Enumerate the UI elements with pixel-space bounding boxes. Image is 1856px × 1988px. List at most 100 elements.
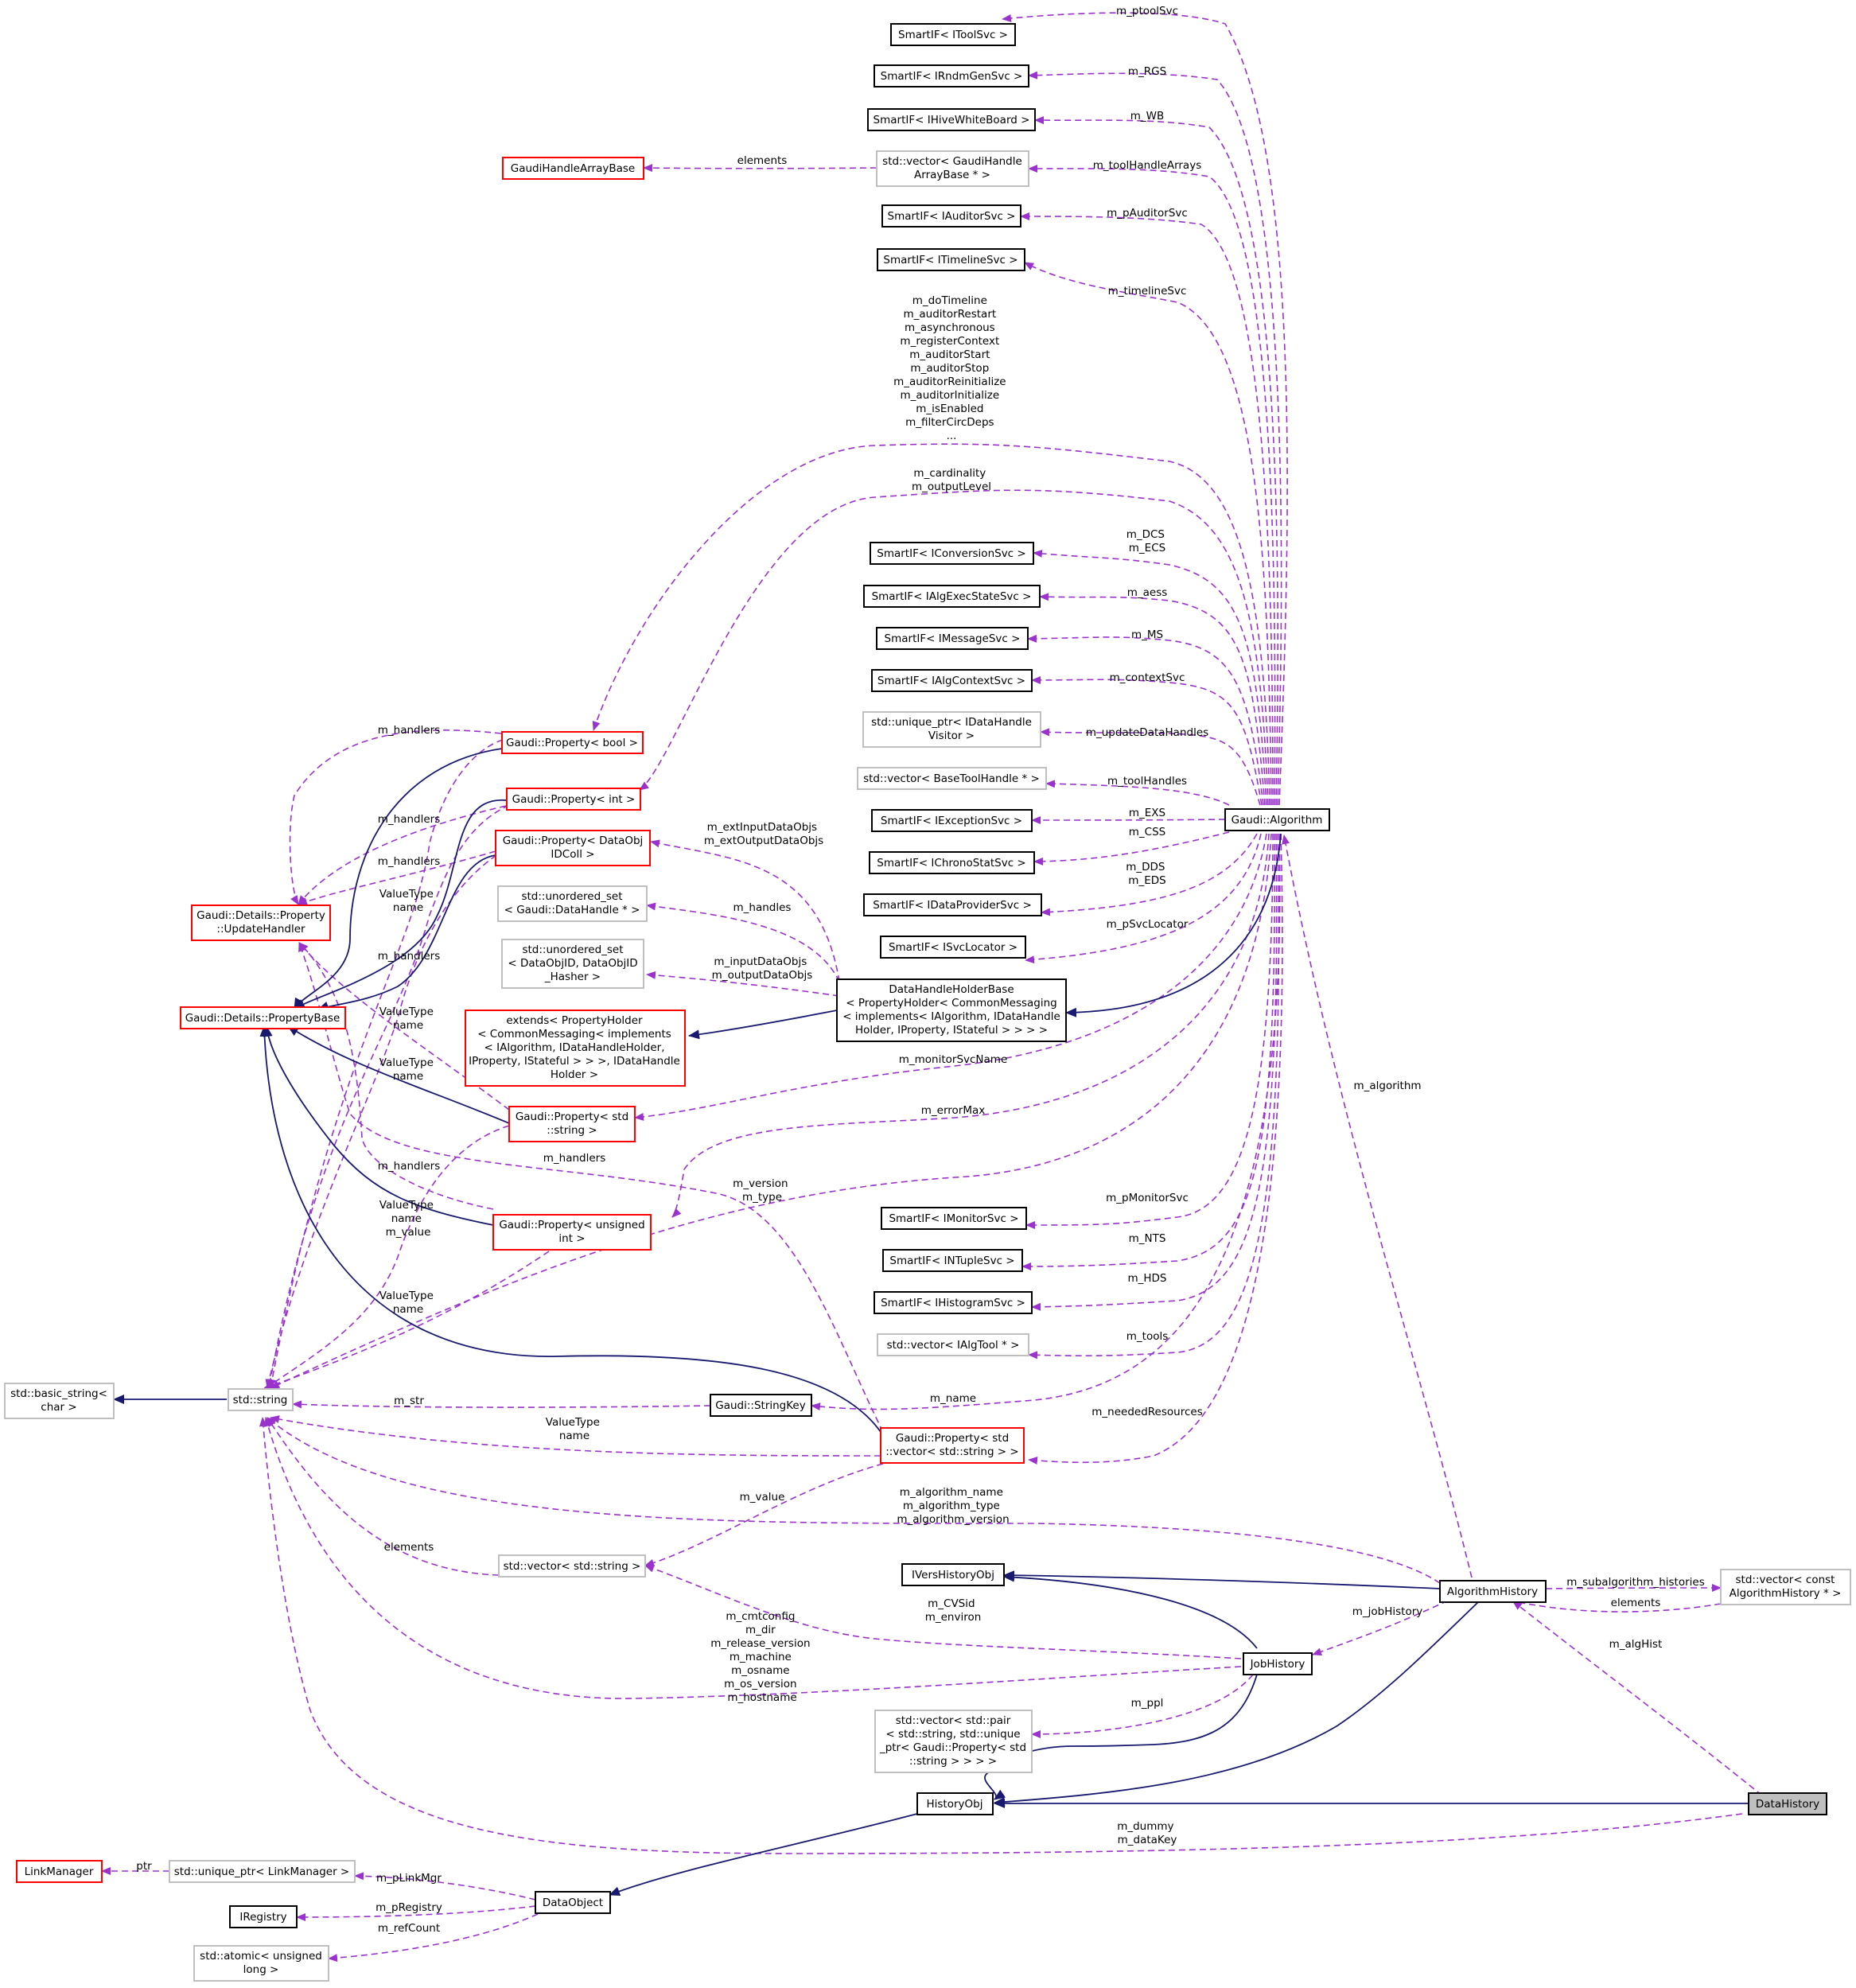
node-vec-basetoolhandle[interactable]: std::vector< BaseToolHandle * >: [857, 767, 1047, 790]
node-stringkey[interactable]: Gaudi::StringKey: [710, 1394, 812, 1417]
node-algorithmhistory[interactable]: AlgorithmHistory: [1439, 1580, 1547, 1603]
node-intuplesvc[interactable]: SmartIF< INTupleSvc >: [882, 1249, 1023, 1272]
node-updatehandler[interactable]: Gaudi::Details::Property::UpdateHandler: [191, 905, 331, 941]
label-pregistry: m_pRegistry: [375, 1901, 442, 1914]
label-wb: m_WB: [1130, 110, 1165, 123]
svg-text:std::vector< std::string >: std::vector< std::string >: [504, 1560, 641, 1573]
label-m-str: m_str: [394, 1395, 424, 1407]
node-gaudihandlearraybase[interactable]: GaudiHandleArrayBase: [502, 157, 644, 180]
edge-exs: [1031, 815, 1226, 824]
inheritance-edges: [113, 748, 1749, 1896]
node-uset-datahandle[interactable]: std::unordered_set< Gaudi::DataHandle * …: [497, 885, 648, 922]
node-iregistry[interactable]: IRegistry: [229, 1905, 298, 1928]
node-vec-ialgtool[interactable]: std::vector< IAlgTool * >: [877, 1333, 1029, 1356]
svg-text:m_updateDataHandles: m_updateDataHandles: [1086, 726, 1208, 739]
svg-text:m_jobHistory: m_jobHistory: [1352, 1605, 1423, 1618]
node-uset-dataobjid[interactable]: std::unordered_set< DataObjID, DataObjID…: [501, 939, 644, 989]
node-irndmgensvc[interactable]: SmartIF< IRndmGenSvc >: [874, 64, 1029, 88]
svg-text:std::unordered_set< Gaudi::Dat: std::unordered_set< Gaudi::DataHandle * …: [504, 890, 640, 916]
edge-monitorsvcname: [634, 833, 1267, 1121]
node-iauditorsvc[interactable]: SmartIF< IAuditorSvc >: [881, 204, 1021, 228]
svg-text:m_DDS m_EDS: m_DDS m_EDS: [1126, 861, 1169, 887]
svg-text:LinkManager: LinkManager: [25, 1865, 94, 1878]
node-itoolsvc[interactable]: SmartIF< IToolSvc >: [890, 23, 1016, 46]
svg-text:m_pAuditorSvc: m_pAuditorSvc: [1107, 207, 1188, 220]
svg-text:m_extInputDataObjs m_e: m_extInputDataObjs m_extOutputDataObjs: [704, 821, 823, 847]
svg-text:m_ppl: m_ppl: [1131, 1697, 1164, 1710]
node-dataobject[interactable]: DataObject: [535, 1891, 611, 1914]
node-extends-propertyholder[interactable]: extends< PropertyHolder< CommonMessaging…: [465, 1010, 686, 1087]
node-isvclocator[interactable]: SmartIF< ISvcLocator >: [880, 936, 1026, 959]
node-ichronostatsvc[interactable]: SmartIF< IChronoStatSvc >: [869, 851, 1035, 874]
edge-subalgorithm-histories: [1545, 1584, 1722, 1593]
node-propertybase[interactable]: Gaudi::Details::PropertyBase: [180, 1006, 346, 1029]
node-prop-bool[interactable]: Gaudi::Property< bool >: [501, 731, 644, 754]
node-ihivewhiteboard[interactable]: SmartIF< IHiveWhiteBoard >: [867, 108, 1036, 131]
label-plinkmgr: m_pLinkMgr: [376, 1872, 442, 1885]
svg-text:m_pMonitorSvc: m_pMonitorSvc: [1106, 1192, 1189, 1204]
node-itimelinesvc[interactable]: SmartIF< ITimelineSvc >: [877, 248, 1025, 271]
node-basic-string[interactable]: std::basic_string<char >: [4, 1383, 115, 1419]
edge-dummy-datakey: [259, 1417, 1743, 1854]
edge-updatedatahandles: [1040, 728, 1261, 806]
svg-text:m_toolHandles: m_toolHandles: [1107, 775, 1187, 788]
edge-vt-bool: [268, 739, 504, 1389]
edge-contextsvc: [1031, 675, 1263, 806]
label-elements-vecstring: elements: [384, 1541, 434, 1554]
label-version-type: m_version m_type: [733, 1177, 788, 1204]
label-refcount: m_refCount: [378, 1922, 440, 1935]
node-prop-string[interactable]: Gaudi::Property< std::string >: [508, 1106, 636, 1142]
node-prop-int[interactable]: Gaudi::Property< int >: [506, 788, 641, 811]
node-ihistogramsvc[interactable]: SmartIF< IHistogramSvc >: [874, 1291, 1033, 1314]
label-alghist: m_algHist: [1609, 1638, 1663, 1651]
node-iexceptionsvc[interactable]: SmartIF< IExceptionSvc >: [871, 809, 1033, 832]
node-gaudi-algorithm[interactable]: Gaudi::Algorithm: [1224, 808, 1330, 831]
node-vec-pair[interactable]: std::vector< std::pair< std::string, std…: [874, 1710, 1033, 1773]
label-handlers-unsigned: m_handlers: [378, 1160, 441, 1173]
svg-text:m_DCS m_ECS: m_DCS m_ECS: [1126, 528, 1169, 554]
node-datahistory[interactable]: DataHistory: [1748, 1792, 1827, 1815]
node-vec-string[interactable]: std::vector< std::string >: [498, 1554, 646, 1578]
node-historyobj[interactable]: HistoryObj: [916, 1792, 994, 1815]
node-idataprovidersvc[interactable]: SmartIF< IDataProviderSvc >: [863, 893, 1042, 916]
edge-dcs-ecs: [1033, 549, 1267, 806]
svg-text:std::unordered_set< DataObjID,: std::unordered_set< DataObjID, DataObjID…: [508, 943, 637, 983]
svg-text:m_handlers: m_handlers: [378, 950, 441, 963]
node-ialgcontextsvc[interactable]: SmartIF< IAlgContextSvc >: [871, 669, 1033, 692]
svg-text:std::vector< BaseToolHandle *: std::vector< BaseToolHandle * >: [863, 772, 1040, 785]
label-vt-vecstring: ValueType name: [546, 1416, 603, 1442]
svg-text:std::vector< IAlgTool * >: std::vector< IAlgTool * >: [887, 1339, 1020, 1352]
node-iversthistoryobj[interactable]: IVersHistoryObj: [901, 1563, 1005, 1586]
svg-text:m_RGS: m_RGS: [1128, 65, 1166, 78]
node-jobhistory[interactable]: JobHistory: [1243, 1652, 1313, 1675]
edge-handlers-string: [298, 942, 510, 1111]
node-imessagesvc[interactable]: SmartIF< IMessageSvc >: [876, 627, 1029, 650]
edge-neededresources: [1028, 833, 1283, 1465]
node-uptr-linkmanager[interactable]: std::unique_ptr< LinkManager >: [169, 1860, 356, 1883]
edge-bool-members: [592, 443, 1270, 806]
node-iconversionsvc[interactable]: SmartIF< IConversionSvc >: [870, 542, 1034, 565]
svg-text:AlgorithmHistory: AlgorithmHistory: [1447, 1585, 1538, 1598]
svg-text:ValueType name: ValueType name: [546, 1416, 603, 1442]
node-prop-vecstring[interactable]: Gaudi::Property< std::vector< std::strin…: [880, 1427, 1025, 1464]
label-nts: m_NTS: [1129, 1232, 1166, 1245]
edge-version-type: [270, 833, 1272, 1389]
svg-text:m_cardinality m_output: m_cardinality m_outputLevel: [912, 467, 991, 493]
edge-handlers-int: [298, 805, 507, 905]
node-ialgexecstatesvc[interactable]: SmartIF< IAlgExecStateSvc >: [863, 585, 1041, 608]
node-linkmanager[interactable]: LinkManager: [16, 1860, 103, 1883]
node-std-string[interactable]: std::string: [228, 1388, 294, 1411]
svg-text:SmartIF< INTupleSvc >: SmartIF< INTupleSvc >: [889, 1255, 1014, 1267]
node-imonitorsvc[interactable]: SmartIF< IMonitorSvc >: [881, 1207, 1027, 1230]
svg-text:m_tools: m_tools: [1126, 1330, 1169, 1343]
svg-text:std::unique_ptr< LinkManager >: std::unique_ptr< LinkManager >: [174, 1865, 349, 1878]
node-datahandleholderbase[interactable]: DataHandleHolderBase< PropertyHolder< Co…: [836, 978, 1067, 1042]
edge-errormax: [671, 833, 1270, 1218]
